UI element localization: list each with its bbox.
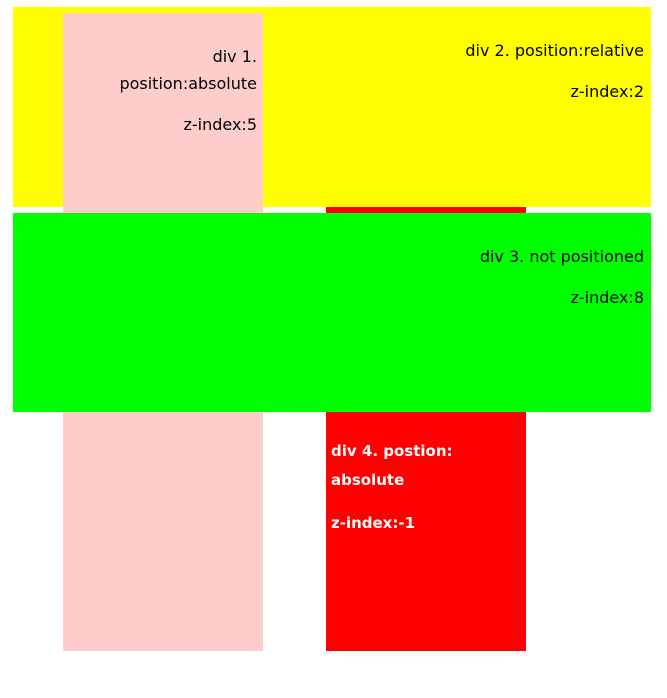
div1-zindex: z-index:5: [183, 115, 257, 134]
div4-title-line1: div 4. postion:: [331, 442, 453, 460]
div3-zindex: z-index:8: [570, 288, 644, 307]
div1-title-line2: position:absolute: [119, 74, 257, 93]
div2-zindex: z-index:2: [570, 82, 644, 101]
div4-title-line2: absolute: [331, 471, 405, 489]
div2-title: div 2. position:relative: [465, 41, 644, 60]
div3-title: div 3. not positioned: [479, 247, 644, 266]
div1-title-line1: div 1.: [212, 47, 257, 66]
div4-zindex: z-index:-1: [331, 514, 416, 532]
div4-title: div 4. postion: absolute: [331, 437, 526, 495]
div3-green-box: div 3. not positioned z-index:8: [13, 213, 651, 412]
